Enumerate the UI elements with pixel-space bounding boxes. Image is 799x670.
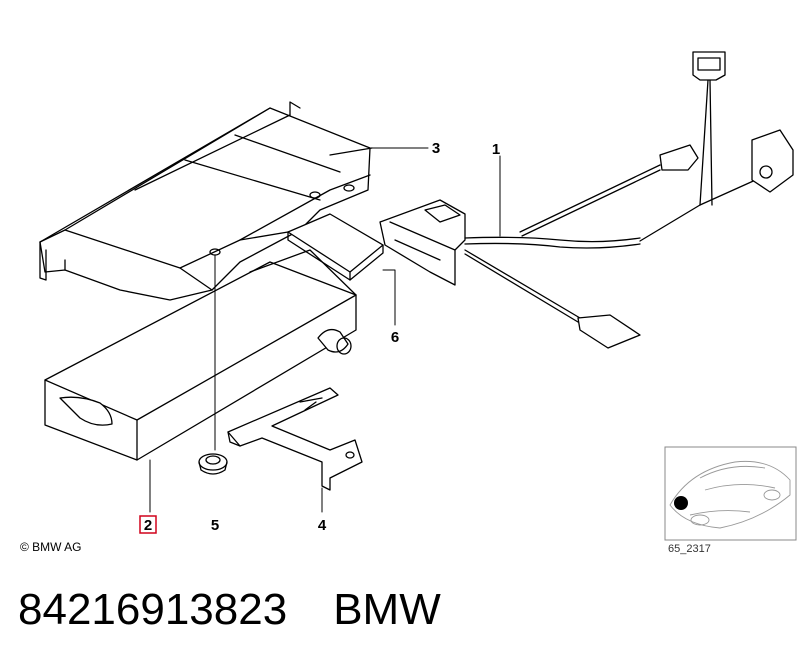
copyright-notice: © BMW AG <box>20 540 82 554</box>
callout-6: 6 <box>391 329 399 346</box>
grommet-part-5 <box>198 453 228 475</box>
thumbnail-code: 65_2317 <box>668 543 711 555</box>
callout-2-highlight-box <box>139 515 157 534</box>
part-info: 84216913823 BMW <box>18 584 441 636</box>
bracket-cover-part-3 <box>39 101 373 301</box>
part-number: 84216913823 <box>18 585 288 634</box>
location-marker <box>674 496 688 510</box>
callout-3: 3 <box>432 140 440 157</box>
control-module-part-2 <box>44 249 357 461</box>
foam-pad-part-6 <box>287 213 384 281</box>
vehicle-location-thumbnail <box>664 446 797 541</box>
callout-1: 1 <box>492 141 500 158</box>
mounting-bracket-part-4 <box>227 387 363 491</box>
leader-lines <box>149 147 501 513</box>
callout-2: 2 <box>144 517 152 534</box>
callout-5: 5 <box>211 517 219 534</box>
callout-4: 4 <box>318 517 327 534</box>
wiring-harness-part-1 <box>379 51 794 349</box>
parts-diagram: 1 3 6 5 4 2 <box>39 51 797 541</box>
part-brand: BMW <box>333 585 441 634</box>
